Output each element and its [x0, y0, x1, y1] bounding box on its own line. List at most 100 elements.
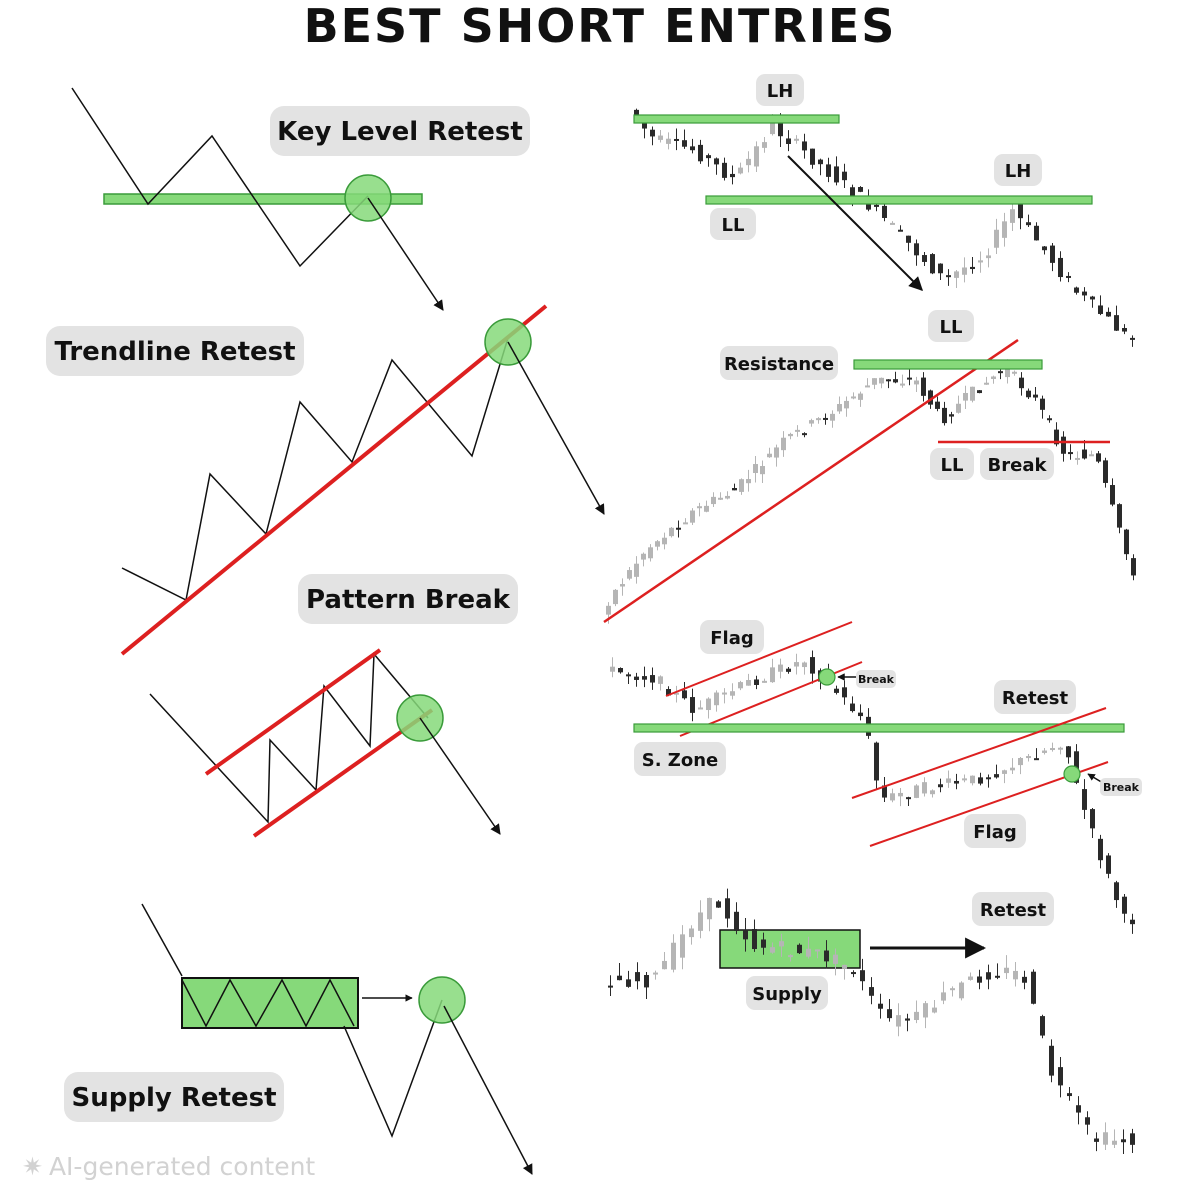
candle-body — [730, 691, 735, 696]
candle-body — [833, 954, 838, 964]
candle-body — [797, 944, 802, 954]
candle-body — [850, 703, 855, 712]
candle-body — [1058, 257, 1063, 278]
candle-body — [879, 377, 884, 384]
candle-body — [711, 496, 716, 505]
svg-text:LL: LL — [941, 455, 964, 476]
candle-body — [962, 778, 967, 781]
tag-lh-2: LH — [994, 154, 1042, 186]
candle-body — [1106, 855, 1111, 874]
candle-body — [1013, 970, 1018, 980]
candle-body — [928, 390, 933, 405]
candle-body — [714, 692, 719, 706]
tag-lh-1: LH — [756, 74, 804, 106]
candle-body — [770, 667, 775, 683]
candle-body — [738, 167, 743, 174]
candle-body — [1121, 1139, 1126, 1143]
candle-body — [786, 668, 791, 672]
tag-resistance: Resistance — [720, 346, 838, 380]
candle-body — [1012, 371, 1017, 374]
candle-body — [613, 589, 618, 605]
candle-body — [882, 785, 887, 798]
candle-body — [1040, 398, 1045, 410]
candle-body — [878, 1003, 883, 1009]
candle-body — [682, 140, 687, 147]
svg-text:LL: LL — [722, 215, 745, 236]
candle-body — [1122, 896, 1127, 914]
candle-body — [778, 664, 783, 672]
candle-body — [690, 510, 695, 523]
key-level-price-path — [71, 87, 369, 268]
chart-trendline: Resistance LL Break — [603, 338, 1136, 624]
svg-text:Retest: Retest — [980, 900, 1047, 921]
candle-body — [826, 164, 831, 177]
candle-body — [830, 413, 835, 421]
candle-body — [642, 676, 647, 680]
candle-body — [689, 928, 694, 938]
candle-body — [666, 689, 671, 696]
chart-trendline-red — [603, 338, 1019, 624]
supply-entry-circle — [418, 976, 466, 1024]
candle-body — [950, 988, 955, 991]
candle-body — [650, 129, 655, 137]
svg-text:Resistance: Resistance — [724, 354, 834, 375]
candle-body — [1067, 1093, 1072, 1097]
candle-body — [872, 378, 877, 385]
trendline-label: Trendline Retest — [46, 326, 304, 376]
candle-body — [1047, 418, 1052, 421]
watermark: ✷AI-generated content — [22, 1152, 315, 1181]
watermark-text: AI-generated content — [48, 1152, 316, 1181]
pattern-break-diagram — [149, 648, 501, 838]
candle-body — [1130, 1133, 1135, 1145]
candle-body — [1004, 967, 1009, 974]
candle-body — [746, 479, 751, 484]
candle-body — [1098, 838, 1103, 861]
candle-body — [753, 464, 758, 474]
candle-body — [834, 166, 839, 183]
candle-body — [606, 605, 611, 615]
candle-body — [1082, 449, 1087, 459]
candle-body — [905, 1018, 910, 1021]
pattern-label: Pattern Break — [298, 574, 518, 624]
candle-body — [666, 138, 671, 144]
candle-body — [1010, 767, 1015, 771]
candle-body — [837, 404, 842, 412]
svg-text:Retest: Retest — [1002, 688, 1069, 709]
candle-body — [1026, 390, 1031, 398]
candle-body — [1026, 756, 1031, 759]
candle-body — [824, 950, 829, 962]
candle-body — [858, 187, 863, 192]
candle-body — [1114, 315, 1119, 331]
candle-body — [1082, 291, 1087, 296]
candle-body — [746, 680, 751, 686]
svg-text:Supply Retest: Supply Retest — [72, 1083, 277, 1113]
tag-retest-2: Retest — [972, 892, 1054, 926]
key-level-zone — [103, 193, 423, 205]
candle-body — [978, 260, 983, 263]
candle-body — [842, 964, 847, 969]
candle-body — [858, 393, 863, 400]
candle-body — [779, 941, 784, 947]
candle-body — [682, 690, 687, 699]
candle-body — [732, 488, 737, 491]
candle-body — [1050, 748, 1055, 751]
candle-body — [1090, 296, 1095, 300]
candle-body — [986, 777, 991, 780]
pattern-drop-arrow — [419, 717, 501, 835]
candle-body — [653, 972, 658, 975]
candle-body — [941, 992, 946, 1001]
candle-body — [730, 173, 735, 178]
pattern-price-path — [149, 652, 429, 824]
candle-body — [626, 674, 631, 677]
candle-body — [718, 497, 723, 500]
sparkle-icon: ✷ — [22, 1152, 43, 1181]
candle-body — [1040, 1016, 1045, 1036]
candle-body — [1074, 287, 1079, 293]
candle-body — [635, 972, 640, 982]
candle-body — [1058, 747, 1063, 750]
candle-body — [802, 662, 807, 668]
candle-body — [874, 204, 879, 207]
flag1-upper-line — [665, 621, 853, 697]
candle-body — [851, 972, 856, 975]
